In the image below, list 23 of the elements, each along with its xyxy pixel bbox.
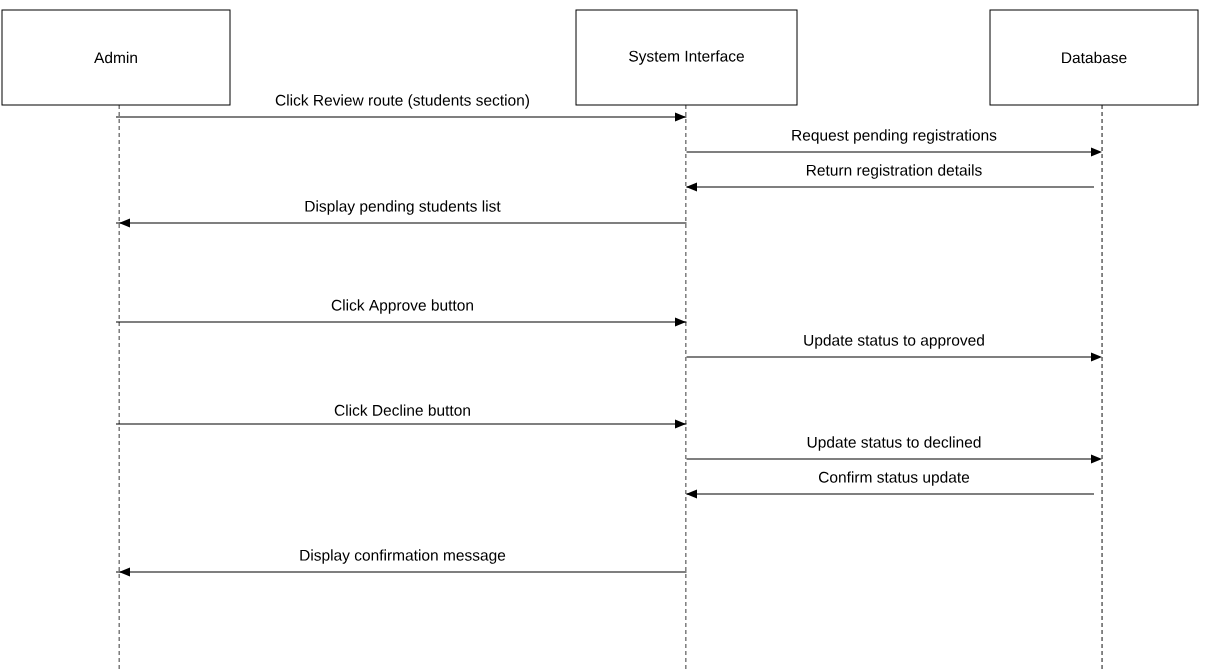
message-label: Display pending students list (305, 200, 501, 215)
message-arrow (685, 489, 1095, 499)
message-arrow (685, 454, 1102, 464)
message-arrow (115, 317, 688, 327)
message-label: Request pending registrations (792, 129, 997, 144)
message-label: Display confirmation message (300, 549, 506, 564)
message-label: Update status to declined (807, 436, 981, 451)
message-label: Update status to approved (804, 334, 984, 349)
message-arrow (115, 218, 688, 228)
message-label: Return registration details (806, 164, 982, 179)
message-arrow (685, 352, 1102, 362)
message-arrow (115, 112, 688, 122)
participant-box: Admin (1, 9, 231, 106)
message-arrow (115, 419, 688, 429)
message-arrow (685, 147, 1102, 157)
message-arrow (115, 567, 688, 577)
message-label: Click Decline button (334, 404, 470, 416)
message-arrow (685, 182, 1095, 192)
message-label: Confirm status update (819, 471, 970, 486)
message-label: Click Review route (students section) (275, 94, 529, 109)
message-label: Click Approve button (331, 299, 473, 314)
participant-box: System Interface (575, 9, 798, 106)
participant-box: Database (989, 9, 1199, 106)
